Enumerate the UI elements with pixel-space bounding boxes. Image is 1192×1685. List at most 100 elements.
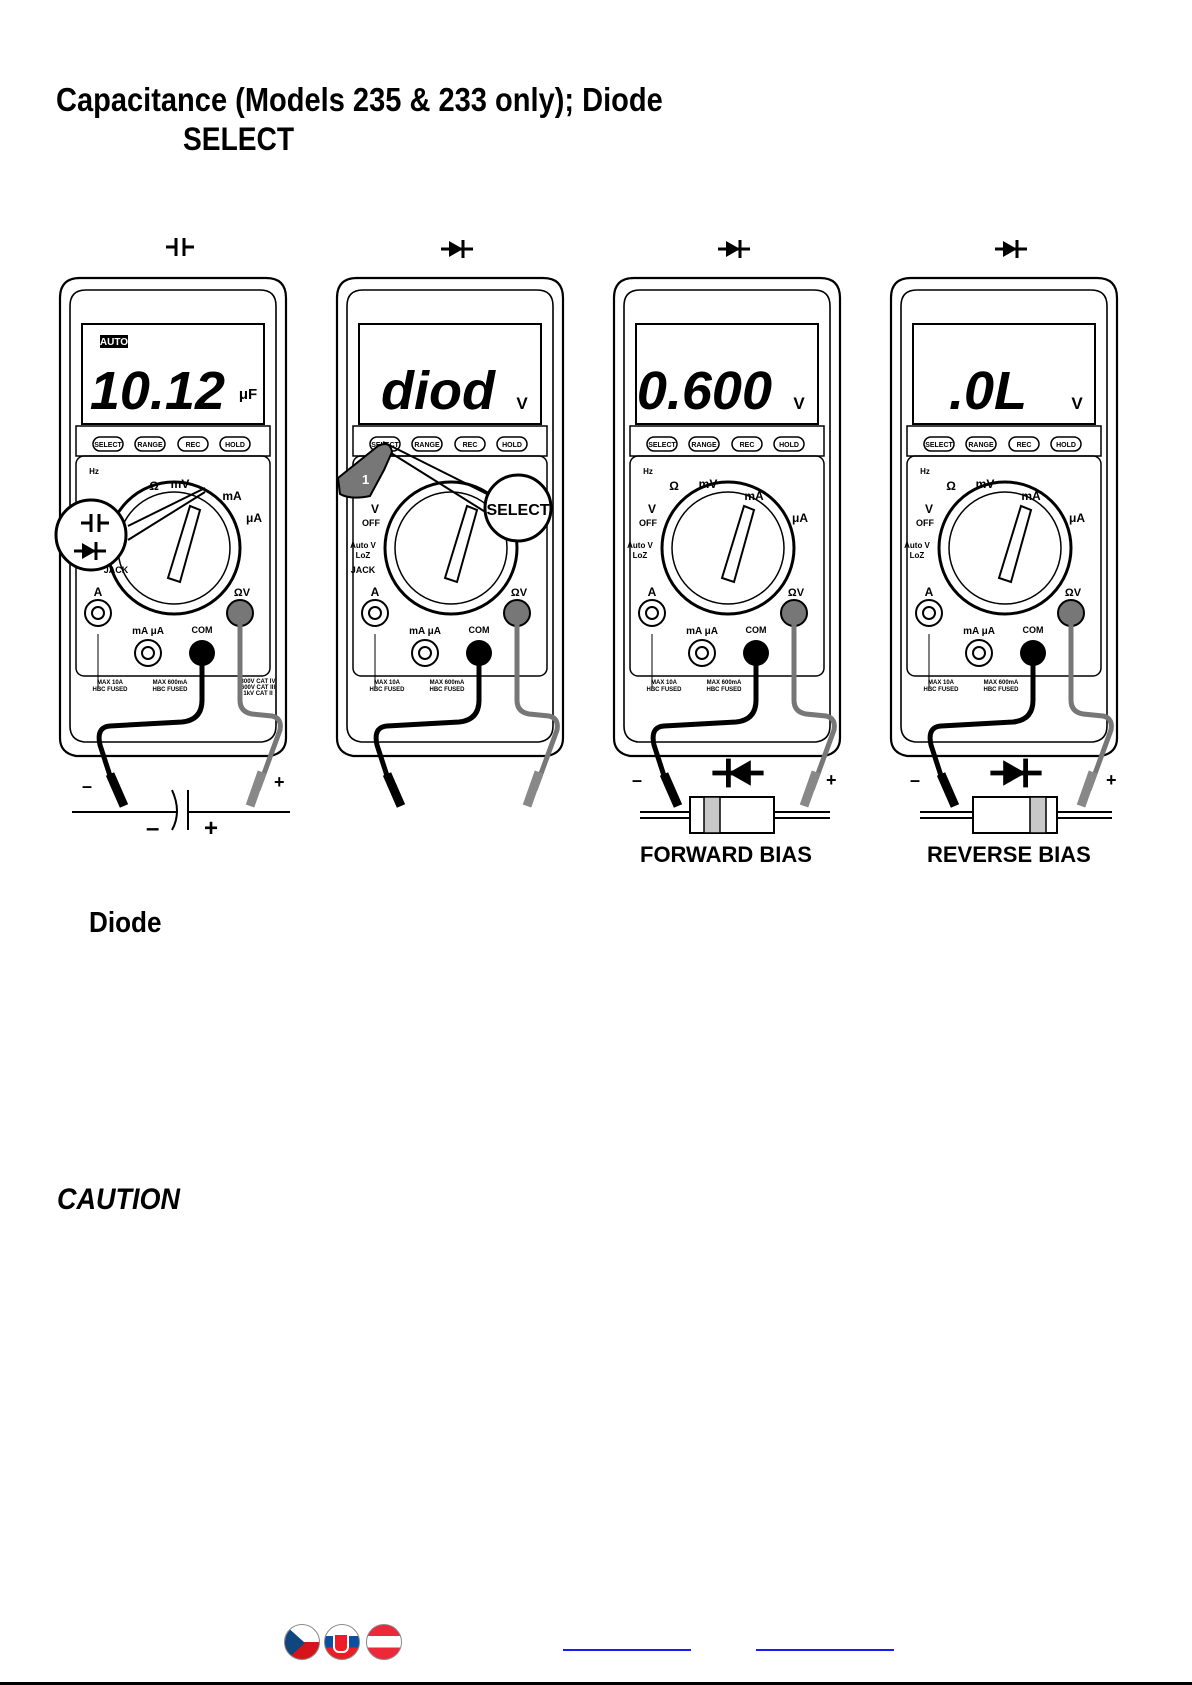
a-terminal-label: A bbox=[925, 585, 934, 599]
ohm-v-terminal-label: ΩV bbox=[234, 587, 251, 599]
probe-plus-label: + bbox=[1106, 770, 1117, 790]
select-button[interactable]: SELECT bbox=[94, 442, 122, 449]
footer-rule bbox=[0, 1682, 1192, 1685]
off-label: OFF bbox=[362, 518, 380, 528]
select-heading: SELECT bbox=[183, 121, 295, 157]
rec-button[interactable]: REC bbox=[186, 442, 201, 449]
ma-ua-terminal-label: mA μA bbox=[132, 626, 164, 637]
ohm-label: Ω bbox=[149, 479, 159, 493]
rec-button[interactable]: REC bbox=[740, 442, 755, 449]
lcd-unit: V bbox=[516, 394, 528, 413]
hbc-fused-label: HBC FUSED bbox=[369, 687, 405, 693]
lcd-reading: 0.600 bbox=[637, 361, 772, 421]
caution-heading: CAUTION bbox=[57, 1183, 180, 1216]
max-600ma-label: MAX 600mA bbox=[707, 680, 742, 686]
com-terminal-label: COM bbox=[746, 625, 767, 635]
jack-label: JACK bbox=[104, 565, 129, 575]
lcd-reading: 10.12 bbox=[90, 361, 225, 421]
max-10a-label: MAX 10A bbox=[97, 680, 124, 686]
ma-ua-terminal-label: mA μA bbox=[409, 626, 441, 637]
diode-icon bbox=[716, 238, 752, 260]
ma-ua-terminal-label: mA μA bbox=[686, 626, 718, 637]
ma-label: mA bbox=[744, 489, 764, 503]
page-heading: Capacitance (Models 235 & 233 only); Dio… bbox=[56, 81, 663, 118]
mv-label: mV bbox=[699, 477, 718, 491]
ma-label: mA bbox=[1021, 489, 1041, 503]
select-button[interactable]: SELECT bbox=[648, 442, 676, 449]
hbc-fused-label: HBC FUSED bbox=[706, 687, 742, 693]
max-10a-label: MAX 10A bbox=[928, 680, 955, 686]
hbc-fused-label: HBC FUSED bbox=[983, 687, 1019, 693]
hbc-fused-label: HBC FUSED bbox=[92, 687, 128, 693]
cap-plus-label: + bbox=[204, 815, 218, 842]
hold-button[interactable]: HOLD bbox=[1056, 442, 1076, 449]
select-callout-label: SELECT bbox=[486, 502, 549, 519]
probe-minus-label: – bbox=[82, 776, 92, 796]
a-terminal-label: A bbox=[94, 585, 103, 599]
loz-label: LoZ bbox=[356, 551, 371, 560]
com-terminal-label: COM bbox=[192, 625, 213, 635]
austrian-flag-icon[interactable] bbox=[366, 1624, 402, 1660]
loz-label: LoZ bbox=[910, 551, 925, 560]
select-button[interactable]: SELECT bbox=[925, 442, 953, 449]
ma-label: mA bbox=[222, 489, 242, 503]
mv-label: mV bbox=[976, 477, 995, 491]
slovak-flag-icon[interactable] bbox=[324, 1624, 360, 1660]
range-button[interactable]: RANGE bbox=[691, 442, 717, 449]
reverse-bias-label: REVERSE BIAS bbox=[927, 842, 1091, 867]
a-terminal-label: A bbox=[371, 585, 380, 599]
reverse-bias-diode: – + bbox=[910, 759, 1117, 834]
hbc-fused-label: HBC FUSED bbox=[923, 687, 959, 693]
max-10a-label: MAX 10A bbox=[374, 680, 401, 686]
ohm-v-terminal-label: ΩV bbox=[511, 587, 528, 599]
range-button[interactable]: RANGE bbox=[414, 442, 440, 449]
rec-button[interactable]: REC bbox=[1017, 442, 1032, 449]
test-probes bbox=[650, 613, 837, 808]
lcd-unit: V bbox=[793, 394, 805, 413]
capacitor-diode-callout bbox=[54, 487, 206, 572]
range-button[interactable]: RANGE bbox=[968, 442, 994, 449]
max-600ma-label: MAX 600mA bbox=[984, 680, 1019, 686]
diode-icon bbox=[993, 238, 1029, 260]
v-label: V bbox=[925, 502, 933, 516]
test-probes bbox=[96, 613, 283, 808]
hz-label: Hz bbox=[643, 467, 653, 476]
max-10a-label: MAX 10A bbox=[651, 680, 678, 686]
footer-link[interactable] bbox=[756, 1649, 894, 1651]
lcd-unit: V bbox=[1071, 394, 1083, 413]
ma-ua-terminal-label: mA μA bbox=[963, 626, 995, 637]
test-probes bbox=[927, 613, 1114, 808]
com-terminal-label: COM bbox=[1023, 625, 1044, 635]
multimeter-reverse-bias: .0L V SELECT RANGE REC HOLD Hz Ω mV mA μ… bbox=[889, 276, 1119, 758]
czech-flag-icon[interactable] bbox=[284, 1624, 320, 1660]
ohm-label: Ω bbox=[946, 479, 956, 493]
forward-bias-label: FORWARD BIAS bbox=[640, 842, 812, 867]
select-callout: 1 SELECT bbox=[336, 441, 553, 543]
lcd-reading: .0L bbox=[949, 361, 1027, 421]
range-button[interactable]: RANGE bbox=[137, 442, 163, 449]
hbc-fused-label: HBC FUSED bbox=[152, 687, 188, 693]
rating-label: 1kV CAT II bbox=[243, 691, 273, 697]
auto-badge: AUTO bbox=[100, 337, 128, 348]
probe-minus-label: – bbox=[910, 770, 920, 790]
ua-label: μA bbox=[1069, 511, 1085, 525]
rating-label: 600V CAT III bbox=[241, 685, 276, 691]
hbc-fused-label: HBC FUSED bbox=[646, 687, 682, 693]
auto-v-label: Auto V bbox=[350, 541, 376, 550]
finger-icon bbox=[336, 443, 394, 499]
v-label: V bbox=[371, 502, 379, 516]
hold-button[interactable]: HOLD bbox=[225, 442, 245, 449]
jack-label: JACK bbox=[351, 565, 376, 575]
step-number: 1 bbox=[362, 472, 369, 487]
mv-label: mV bbox=[171, 477, 190, 491]
loz-label: LoZ bbox=[633, 551, 648, 560]
rec-button[interactable]: REC bbox=[463, 442, 478, 449]
a-terminal-label: A bbox=[648, 585, 657, 599]
diode-section-heading: Diode bbox=[89, 907, 162, 939]
footer-link[interactable] bbox=[563, 1649, 691, 1651]
hold-button[interactable]: HOLD bbox=[502, 442, 522, 449]
hold-button[interactable]: HOLD bbox=[779, 442, 799, 449]
lcd-reading: diod bbox=[381, 361, 496, 421]
capacitor-circuit: – + – + bbox=[72, 772, 290, 842]
rating-label: 300V CAT IV bbox=[241, 679, 276, 685]
